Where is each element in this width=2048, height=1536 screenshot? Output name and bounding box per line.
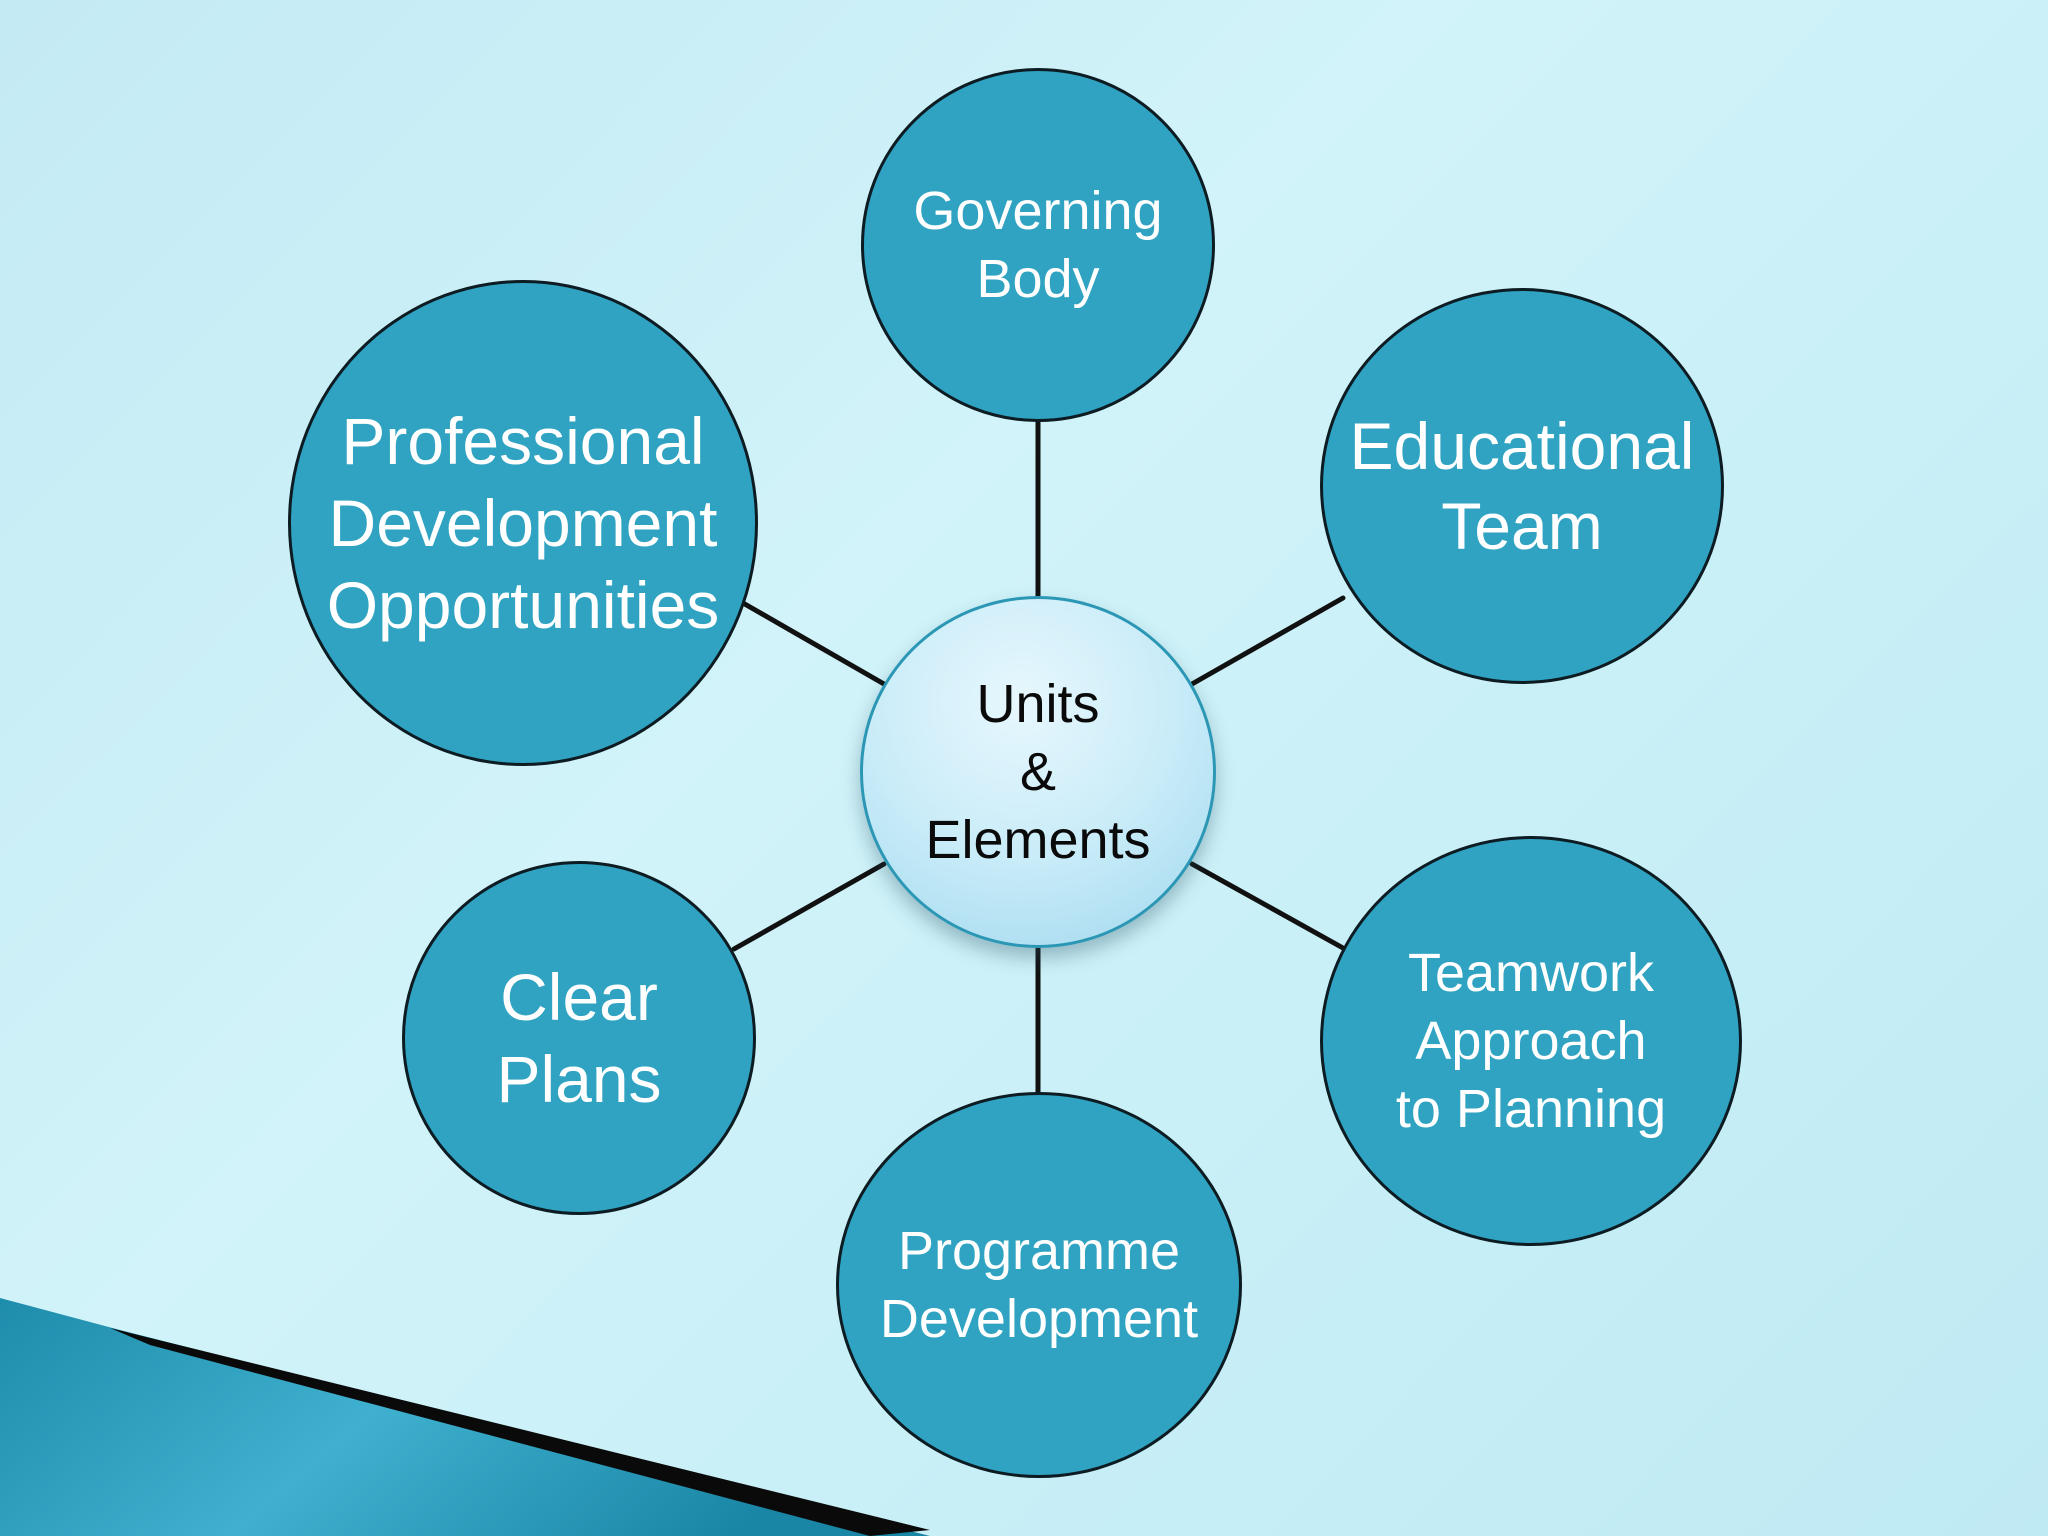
connector-teamwork-approach (1189, 861, 1346, 951)
decorative-wedge-edge (110, 1328, 930, 1536)
node-educational-team-label: Educational Team (1349, 409, 1695, 563)
node-professional-development: Professional Development Opportunities (288, 280, 758, 766)
node-programme-development-label: Programme Development (879, 1221, 1199, 1349)
node-governing-body-label: Governing Body (913, 181, 1163, 309)
connector-educational-team (1189, 595, 1346, 687)
node-programme-development: Programme Development (836, 1092, 1242, 1478)
node-clear-plans-label: Clear Plans (496, 960, 662, 1116)
node-educational-team: Educational Team (1320, 288, 1724, 684)
decorative-wedge (0, 1298, 930, 1536)
connector-professional-development (740, 600, 887, 687)
node-teamwork-approach-label: Teamwork Approach to Planning (1395, 943, 1667, 1139)
center-node: Units & Elements (860, 596, 1216, 948)
center-node-label: Units & Elements (925, 674, 1151, 870)
node-teamwork-approach: Teamwork Approach to Planning (1320, 836, 1742, 1246)
connector-clear-plans (731, 861, 887, 952)
node-governing-body: Governing Body (861, 68, 1215, 422)
node-clear-plans: Clear Plans (402, 861, 756, 1215)
connectors (731, 419, 1346, 1095)
node-professional-development-label: Professional Development Opportunities (326, 404, 720, 642)
